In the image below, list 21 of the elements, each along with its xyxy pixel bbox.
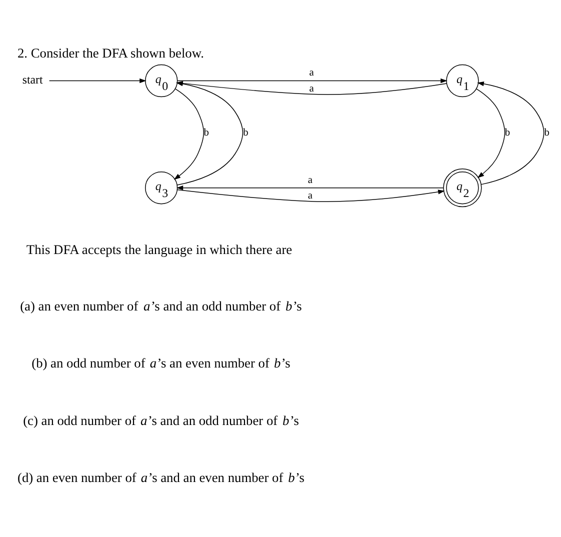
node-text: start <box>22 72 43 87</box>
label: (a) an even number of a’s and an odd number of b’s <box>20 298 302 314</box>
edge-label: b <box>243 128 248 139</box>
label: (d) an even number of a’s and an even number of b’s <box>18 470 304 486</box>
arrow <box>176 186 444 190</box>
arrow <box>476 88 506 178</box>
edge-label: a <box>308 174 312 186</box>
label: This DFA accepts the language in which there are <box>26 242 292 257</box>
label: (c) an odd number of a’s and an odd number of b’s <box>23 412 299 428</box>
arrow <box>174 88 204 180</box>
diagram-title: 2. Consider the DFA shown below. <box>18 46 204 61</box>
arrow <box>177 189 445 202</box>
edge-label: a <box>308 190 312 202</box>
label: (b) an odd number of a’s an even number of b’s <box>32 356 290 371</box>
arrow <box>177 78 448 84</box>
arrow <box>477 82 544 185</box>
edge-label: b <box>544 128 550 139</box>
edge-label: a <box>309 68 314 79</box>
arrow <box>48 78 146 84</box>
edge-label: a <box>309 83 314 94</box>
edge-label: b <box>504 128 510 139</box>
